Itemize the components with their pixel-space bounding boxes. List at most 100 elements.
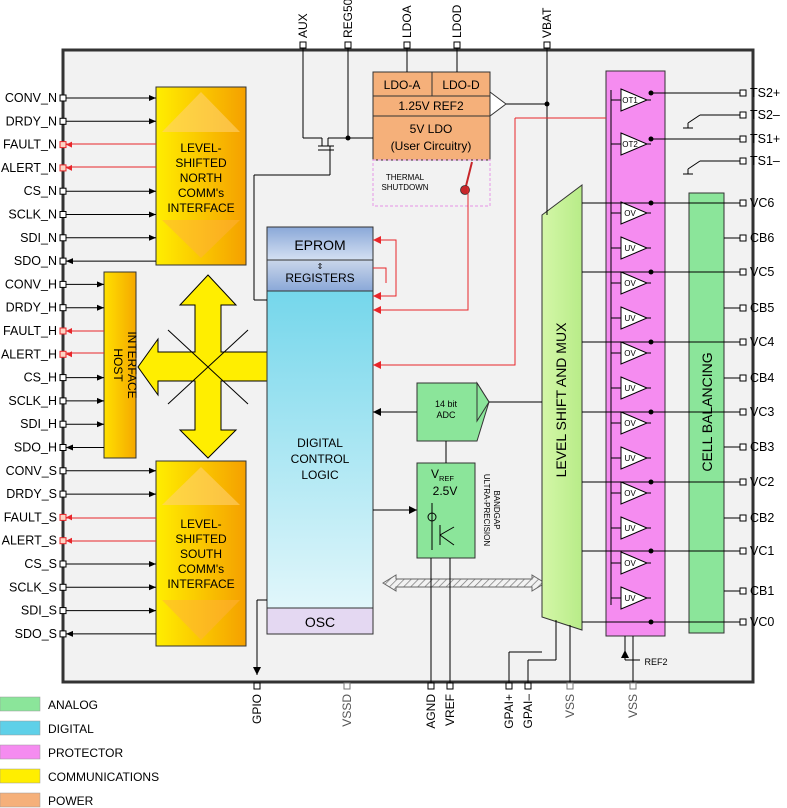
- left-pin-label: SDI_N: [20, 231, 57, 245]
- adc-block: 14 bit ADC: [416, 381, 490, 442]
- registers-label: REGISTERS: [285, 271, 354, 285]
- left-pin-conv-n: CONV_N: [5, 91, 156, 105]
- cell-balancing: CELL BALANCING: [688, 192, 725, 634]
- right-pin-label: TS1–: [750, 154, 780, 168]
- comparator-uv: UV: [611, 376, 651, 400]
- left-pin-cs-s: CS_S: [24, 557, 156, 571]
- svg-text:⇕: ⇕: [317, 262, 324, 271]
- bottom-pin-label: GPAI–: [521, 694, 535, 729]
- south-comm-interface: LEVEL- SHIFTED SOUTH COMM's INTERFACE: [155, 460, 247, 647]
- bandgap-line1: ULTRA-PRECISION: [482, 474, 491, 547]
- comparator-ot1: OT1: [611, 88, 651, 112]
- comparator-label: OT2: [622, 140, 638, 149]
- right-pin-vc1: VC1: [739, 544, 774, 558]
- comparator-ov: OV: [611, 481, 651, 505]
- bottom-pin-label: VREF: [443, 694, 457, 726]
- right-pin-label: CB4: [750, 371, 774, 385]
- vref-sub: REF: [439, 474, 454, 483]
- left-pin-label: CS_S: [24, 557, 57, 571]
- bottom-pin-vssd-1: VSSD: [340, 682, 354, 727]
- north-comm-line3: NORTH: [180, 171, 222, 185]
- bottom-pin-gpai--5: GPAI–: [521, 682, 535, 729]
- right-pin-ts2-: TS2–: [739, 108, 780, 122]
- ref2-label: 1.25V REF2: [398, 99, 464, 113]
- right-pin-cb1: CB1: [739, 584, 774, 598]
- wiring: [253, 42, 740, 683]
- ldo5-line1: 5V LDO: [410, 122, 453, 136]
- left-pin-label: CONV_S: [6, 464, 57, 478]
- bottom-pin-label: GPIO: [250, 694, 264, 724]
- comparator-label: UV: [624, 244, 636, 253]
- south-comm-line1: LEVEL-: [180, 517, 221, 531]
- left-pin-label: FAULT_H: [3, 324, 57, 338]
- bottom-pin-agnd-2: AGND: [424, 682, 438, 729]
- bottom-pin-gpai--4: GPAI+: [502, 682, 516, 729]
- left-pin-sdi-s: SDI_S: [21, 604, 156, 618]
- left-pin-label: CS_H: [24, 371, 57, 385]
- eprom-label: EPROM: [294, 237, 345, 253]
- left-pin-label: SCLK_S: [9, 580, 57, 594]
- left-pin-cs-n: CS_N: [24, 184, 156, 198]
- comparator-label: UV: [624, 384, 636, 393]
- left-pin-sdo-s: SDO_S: [15, 627, 156, 641]
- right-pin-label: CB2: [750, 511, 774, 525]
- legend: ANALOGDIGITALPROTECTORCOMMUNICATIONSPOWE…: [0, 696, 159, 808]
- level-shift-mux: LEVEL SHIFT AND MUX: [541, 184, 583, 631]
- left-pin-label: SCLK_H: [8, 394, 57, 408]
- left-pin-drdy-s: DRDY_S: [6, 487, 156, 501]
- right-pin-ts1-: TS1+: [739, 132, 780, 146]
- thermal-shutdown: THERMAL SHUTDOWN: [372, 159, 491, 207]
- aux-switch-transistor: [318, 138, 334, 151]
- right-pin-label: VC4: [750, 335, 774, 349]
- left-pin-alert-s: ALERT_S: [2, 534, 72, 548]
- right-pin-label: CB5: [750, 301, 774, 315]
- comparator-ov: OV: [611, 411, 651, 435]
- right-pin-ts1-: TS1–: [739, 154, 780, 168]
- comparator-label: OV: [624, 489, 636, 498]
- top-pin-ldod: LDOD: [450, 4, 464, 49]
- right-pin-label: VC0: [750, 615, 774, 629]
- top-pin-label: LDOA: [400, 5, 414, 38]
- left-pin-label: SCLK_N: [8, 208, 57, 222]
- legend-label: ANALOG: [48, 698, 98, 712]
- left-pin-label: CS_N: [24, 184, 57, 198]
- comparator-uv: UV: [611, 306, 651, 330]
- comparator-label: UV: [624, 454, 636, 463]
- comparator-label: UV: [624, 524, 636, 533]
- left-pin-label: DRDY_H: [6, 301, 57, 315]
- top-pin-ldoa: LDOA: [400, 5, 414, 49]
- comparator-ov: OV: [611, 551, 651, 575]
- legend-item-digital: DIGITAL: [0, 720, 94, 736]
- left-pin-sclk-h: SCLK_H: [8, 394, 104, 408]
- comparator-ot2: OT2: [611, 132, 651, 156]
- right-pin-label: VC3: [750, 405, 774, 419]
- comparator-label: OV: [624, 209, 636, 218]
- right-pin-cb4: CB4: [739, 371, 774, 385]
- north-comm-line2: SHIFTED: [175, 156, 227, 170]
- host-line2: INTERFACE: [125, 331, 139, 398]
- host-interface: HOST INTERFACE: [103, 271, 139, 459]
- right-pin-cb5: CB5: [739, 301, 774, 315]
- right-pin-vc5: VC5: [739, 265, 774, 279]
- left-pin-label: ALERT_S: [2, 534, 57, 548]
- right-pin-cb2: CB2: [739, 511, 774, 525]
- legend-item-power: POWER: [0, 792, 94, 808]
- bottom-pin-label: GPAI+: [502, 694, 516, 729]
- ldo-a-label: LDO-A: [384, 78, 421, 92]
- left-pin-label: ALERT_N: [1, 161, 57, 175]
- right-pin-label: CB6: [750, 231, 774, 245]
- bottom-pin-vss-6: VSS: [563, 682, 577, 718]
- comparator-label: UV: [624, 594, 636, 603]
- left-pin-cs-h: CS_H: [24, 371, 104, 385]
- top-pin-aux: AUX: [296, 13, 310, 49]
- vref-v: V: [431, 467, 439, 481]
- comparator-ov: OV: [611, 341, 651, 365]
- comparator-label: OV: [624, 559, 636, 568]
- vref-value: 2.5V: [433, 484, 458, 498]
- comparator-label: OT1: [622, 96, 638, 105]
- ref2-bottom-label: REF2: [644, 657, 667, 667]
- right-pin-label: TS1+: [750, 132, 780, 146]
- right-pin-label: VC6: [750, 196, 774, 210]
